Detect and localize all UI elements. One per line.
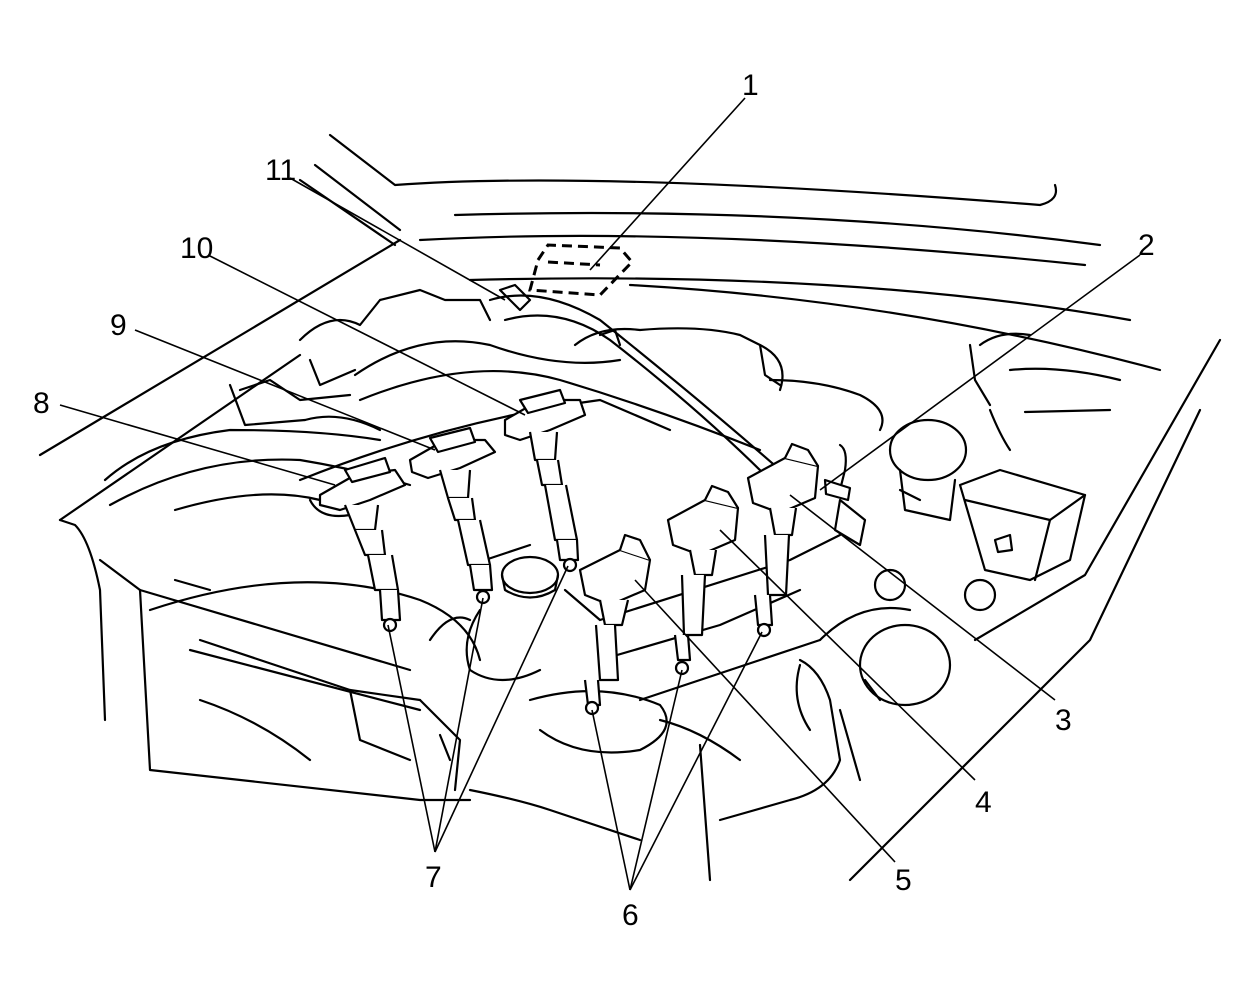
callout-7: 7	[425, 861, 442, 894]
callout-11: 11	[265, 154, 296, 187]
callout-10: 10	[180, 232, 213, 265]
ignition-coil-3	[746, 442, 820, 638]
callout-3: 3	[1055, 704, 1072, 737]
ignition-coil-5	[578, 533, 652, 716]
sensor-connector-2	[823, 443, 867, 547]
callout-8: 8	[33, 387, 50, 420]
ignition-coil-10	[503, 388, 587, 573]
callout-5: 5	[895, 864, 912, 897]
callout-9: 9	[110, 309, 127, 342]
callout-6: 6	[622, 899, 639, 932]
ignition-coil-4	[666, 484, 740, 676]
leader-lines	[59, 97, 1141, 891]
hidden-component-1	[528, 243, 635, 297]
ignition-coil-8	[318, 456, 407, 633]
callout-labels: 1 2 3 4 5 6 7 8 9 10 11	[33, 69, 1155, 932]
callout-2: 2	[1138, 229, 1155, 262]
ignition-coil-9	[408, 426, 497, 605]
callout-1: 1	[742, 69, 759, 102]
engine-bay-outline	[38, 133, 1222, 882]
callout-4: 4	[975, 786, 992, 819]
